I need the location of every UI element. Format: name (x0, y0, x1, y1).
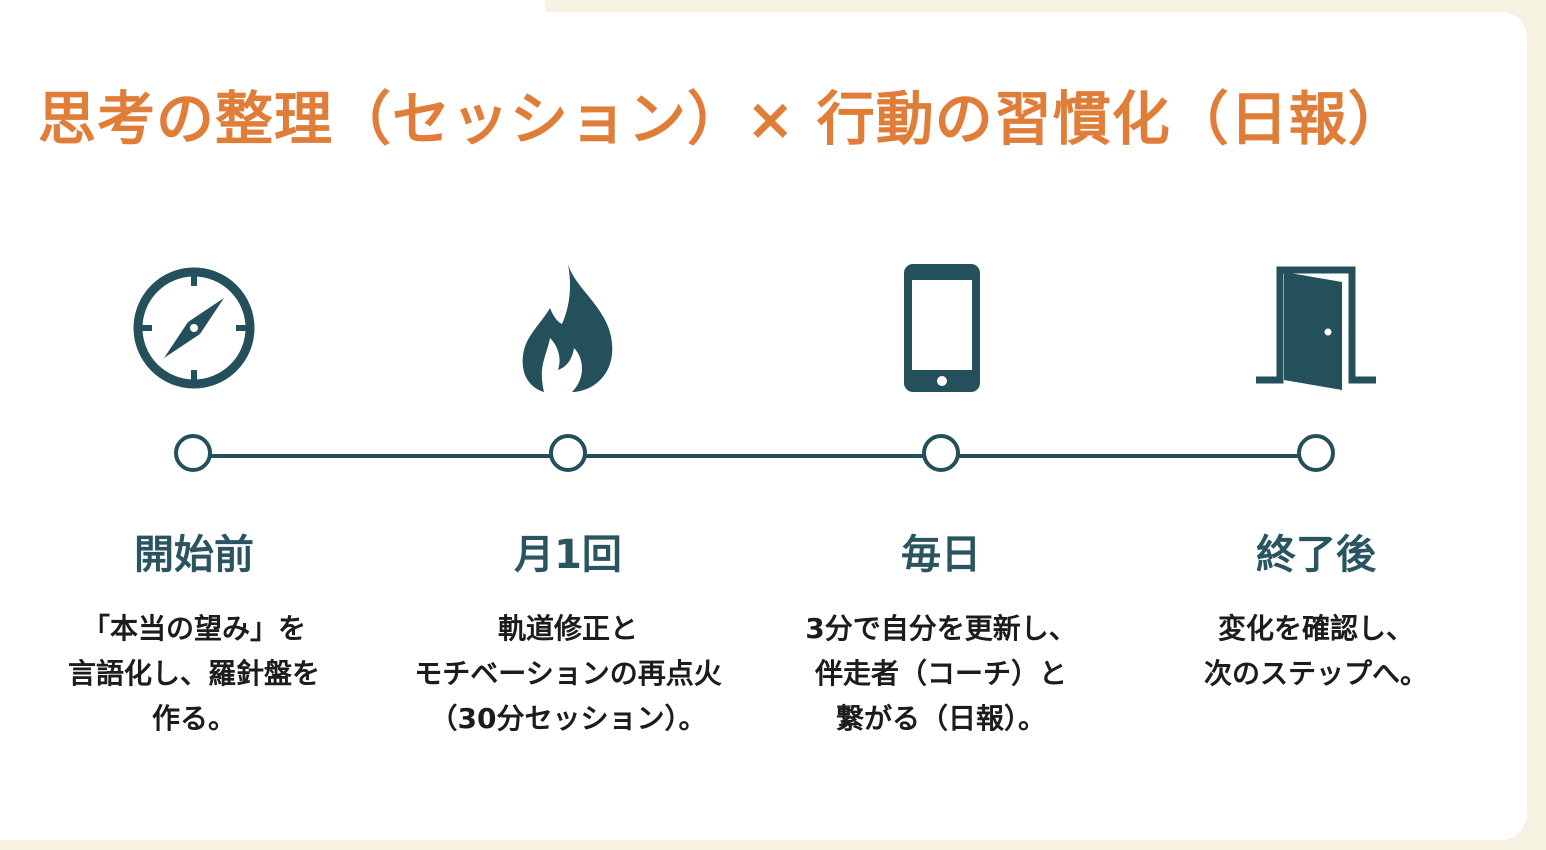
desc-line: 繋がる（日報）。 (835, 702, 1046, 735)
door-icon (1256, 266, 1376, 390)
timeline-dot-3 (922, 434, 960, 472)
slide-card (0, 12, 1527, 840)
desc-line: 次のステップへ。 (1203, 657, 1428, 690)
step-description: 3分で自分を更新し、 伴走者（コーチ）と 繋がる（日報）。 (761, 606, 1121, 741)
step-label: 開始前 (134, 532, 254, 578)
desc-line: （30分セッション）。 (429, 702, 707, 735)
step-label: 月1回 (514, 532, 622, 578)
timeline-dot-2 (549, 434, 587, 472)
desc-line: 「本当の望み」を (81, 612, 306, 645)
step-label: 終了後 (1256, 532, 1376, 578)
step-description: 「本当の望み」を 言語化し、羅針盤を 作る。 (14, 606, 374, 741)
timeline-dot-1 (174, 434, 212, 472)
timeline-dot-4 (1297, 434, 1335, 472)
page-title: 思考の整理（セッション）× 行動の習慣化（日報） (38, 85, 1407, 153)
flame-icon (522, 264, 613, 392)
timeline-line (194, 454, 1316, 458)
desc-line: 軌道修正と (497, 612, 638, 645)
desc-line: 伴走者（コーチ）と (814, 657, 1067, 690)
desc-line: 作る。 (151, 702, 236, 735)
step-label: 毎日 (901, 532, 981, 578)
step-description: 軌道修正と モチベーションの再点火 （30分セッション）。 (388, 606, 748, 741)
desc-line: 3分で自分を更新し、 (805, 612, 1077, 645)
smartphone-icon (904, 264, 980, 392)
desc-line: 変化を確認し、 (1217, 612, 1414, 645)
desc-line: モチベーションの再点火 (414, 657, 722, 690)
compass-icon (133, 267, 255, 389)
step-description: 変化を確認し、 次のステップへ。 (1136, 606, 1496, 696)
desc-line: 言語化し、羅針盤を (67, 657, 320, 690)
